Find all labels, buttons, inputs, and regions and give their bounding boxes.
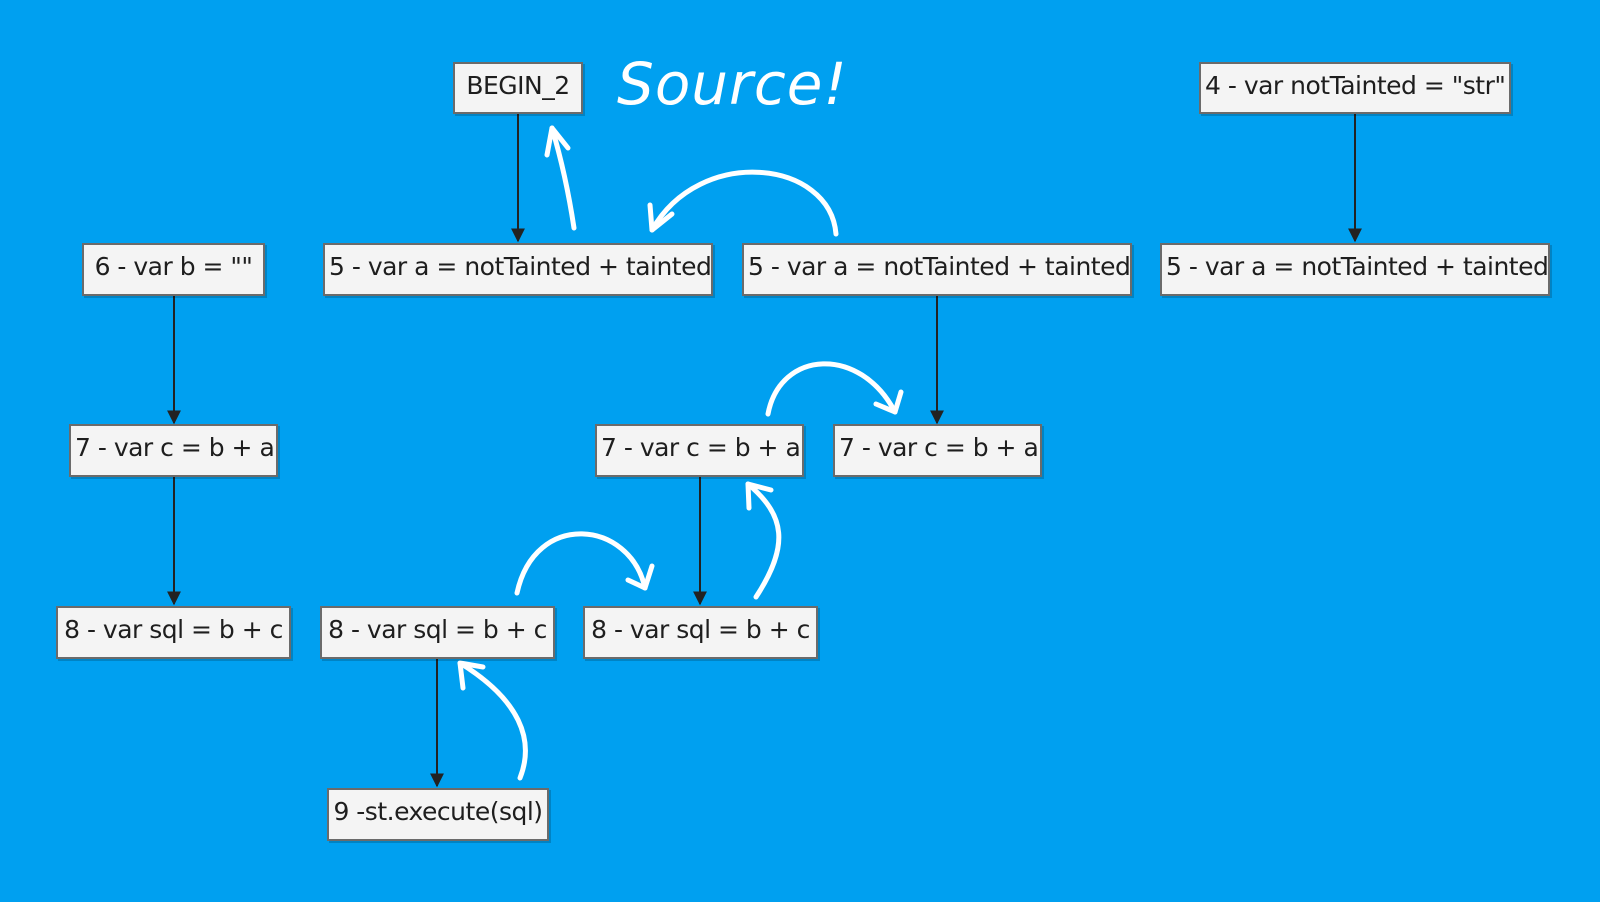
trace-arrow-line7-to-line7: [765, 361, 904, 417]
node-line4-not-tainted: 4 - var notTainted = "str": [1199, 62, 1511, 114]
node-line6: 6 - var b = "": [82, 243, 265, 296]
node-line8-c: 8 - var sql = b + c: [583, 606, 818, 659]
node-line7-a: 7 - var c = b + a: [69, 424, 278, 477]
taint-trace-arrows: [457, 125, 904, 781]
trace-arrow-line8-to-line7: [745, 481, 782, 600]
source-annotation: Source!: [617, 50, 848, 118]
node-begin: BEGIN_2: [453, 62, 583, 114]
node-line9-execute: 9 -st.execute(sql): [327, 788, 549, 841]
node-line5-c: 5 - var a = notTainted + tainted: [1160, 243, 1550, 296]
trace-arrow-line9-to-line8: [457, 660, 528, 781]
trace-arrow-to-begin: [544, 125, 577, 231]
trace-arrow-line5-to-line5: [647, 169, 839, 237]
flow-edges: [167, 114, 1362, 788]
node-line8-a: 8 - var sql = b + c: [56, 606, 291, 659]
node-line7-c: 7 - var c = b + a: [833, 424, 1042, 477]
node-line5-b: 5 - var a = notTainted + tainted: [742, 243, 1132, 296]
node-line5-a: 5 - var a = notTainted + tainted: [323, 243, 713, 296]
node-line7-b: 7 - var c = b + a: [595, 424, 804, 477]
trace-arrow-line8-to-line8: [514, 531, 655, 596]
node-line8-b: 8 - var sql = b + c: [320, 606, 555, 659]
